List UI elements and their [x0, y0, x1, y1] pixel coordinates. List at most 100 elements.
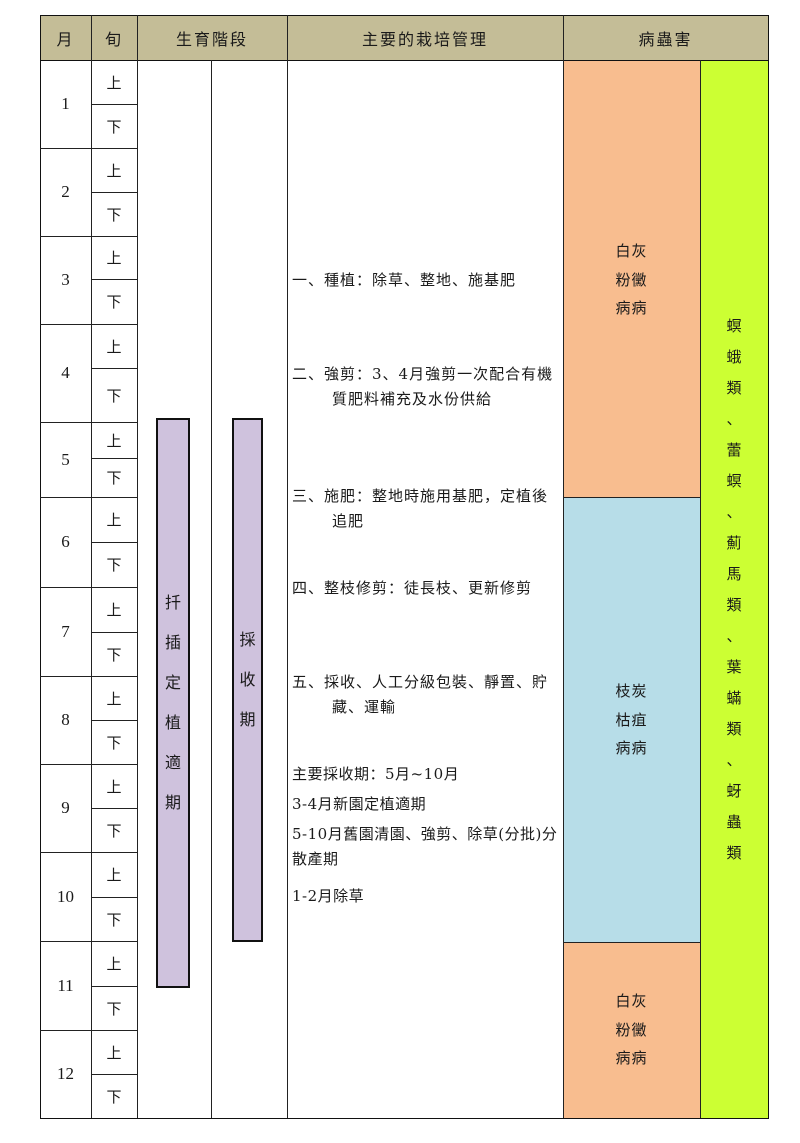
xun-upper-label: 上 [106, 955, 122, 973]
pest-char: 馬 [726, 565, 742, 583]
xun-upper-label: 上 [106, 73, 122, 92]
grid-line [40, 1030, 137, 1031]
pest-char: 螟 [726, 472, 742, 490]
grid-line [563, 942, 700, 943]
month-label: 11 [57, 975, 74, 995]
xun-upper-label: 上 [106, 337, 122, 356]
grid-line [91, 104, 137, 105]
grid-line [40, 1118, 769, 1119]
grid-line [91, 458, 137, 459]
disease-label-line: 枯疽 [615, 710, 648, 729]
pest-block [700, 60, 768, 1118]
grid-line [91, 720, 137, 721]
grid-line [40, 764, 137, 765]
grid-line [287, 15, 288, 60]
stage-char: 採 [239, 630, 256, 649]
grid-line [40, 941, 137, 942]
stage-char: 收 [239, 670, 256, 689]
disease-label-line: 白灰 [615, 242, 648, 261]
grid-line [563, 497, 700, 498]
grid-line [91, 808, 137, 809]
stage-char: 期 [239, 710, 256, 729]
xun-lower-label: 下 [106, 821, 122, 840]
grid-line [137, 15, 138, 60]
management-text: 一、種植：除草、整地、施基肥 二、強剪：3、4月強剪一次配合有機質肥料補充及水份… [292, 0, 560, 1143]
disease-label-line: 病病 [615, 739, 648, 758]
stage-char: 適 [164, 753, 181, 772]
stage-char: 扦 [164, 593, 181, 612]
xun-lower-label: 下 [106, 1087, 122, 1106]
grid-line [91, 15, 92, 60]
grid-line [40, 587, 137, 588]
grid-line [91, 60, 92, 1118]
management-item: 五、採收、人工分級包裝、靜置、貯藏、運輸 [292, 673, 549, 716]
grid-line [40, 15, 769, 16]
disease-label-line: 白灰 [615, 992, 648, 1011]
disease-label-line: 粉黴 [615, 1020, 648, 1039]
pest-label: 螟蛾類、蕾螟、薊馬類、葉蟎類、蚜蟲類 [700, 310, 768, 870]
disease-label: 白灰粉黴病病 [563, 980, 700, 1080]
grid-line [91, 897, 137, 898]
disease-block-powdery-mildew-late [563, 942, 700, 1118]
xun-lower-label: 下 [106, 386, 122, 405]
disease-block-powdery-mildew-early [563, 60, 700, 497]
pest-char: 類 [726, 596, 742, 614]
harvest-period-summary: 主要採收期：5月~10月 [292, 765, 460, 783]
disease-label: 白灰粉黴病病 [563, 210, 700, 350]
grid-line [40, 497, 137, 498]
xun-lower-label: 下 [106, 293, 122, 311]
grid-line [91, 986, 137, 987]
grid-line [91, 368, 137, 369]
xun-lower-label: 下 [106, 910, 122, 929]
pest-char: 類 [726, 844, 742, 862]
pest-char: 、 [726, 751, 742, 769]
month-label: 9 [61, 798, 70, 817]
xun-lower-label: 下 [106, 999, 122, 1018]
management-item: 三、施肥：整地時施用基肥，定植後追肥 [292, 487, 549, 530]
month-label: 12 [57, 1064, 74, 1083]
xun-lower-label: 下 [106, 733, 122, 752]
xun-lower-label: 下 [106, 205, 122, 224]
stage-char: 插 [164, 633, 181, 652]
disease-label-line: 粉黴 [615, 270, 648, 289]
month-label: 1 [61, 94, 70, 113]
grid-line [40, 676, 137, 677]
grid-line [40, 15, 41, 1119]
xun-lower-label: 下 [106, 645, 122, 664]
month-label: 5 [61, 449, 70, 469]
pest-char: 薊 [726, 534, 742, 552]
grid-line [563, 15, 564, 60]
pest-char: 、 [726, 410, 742, 428]
grid-line [768, 15, 769, 1119]
header-growth-stage: 生育階段 [175, 29, 248, 49]
disease-label-line: 病病 [615, 1049, 648, 1068]
month-label: 3 [61, 270, 70, 289]
xun-upper-label: 上 [106, 1043, 122, 1062]
grid-line [91, 1074, 137, 1075]
pest-char: 蟲 [726, 813, 742, 831]
grid-line [91, 542, 137, 543]
xun-upper-label: 上 [106, 689, 122, 708]
old-orchard-note: 5-10月舊園清園、強剪、除草(分批)分散產期 [292, 825, 558, 868]
grid-line [40, 422, 137, 423]
disease-label-line: 病病 [615, 299, 648, 318]
weeding-note: 1-2月除草 [292, 887, 365, 905]
xun-lower-label: 下 [106, 469, 122, 487]
management-item: 一、種植：除草、整地、施基肥 [292, 271, 517, 289]
grid-line [211, 60, 212, 1118]
pest-char: 葉 [726, 658, 742, 676]
month-label: 6 [61, 532, 70, 551]
management-item: 四、整枝修剪：徒長枝、更新修剪 [292, 579, 533, 597]
month-label: 2 [61, 182, 70, 201]
month-label: 8 [61, 710, 70, 729]
header-xun: 旬 [104, 29, 123, 49]
pest-char: 蟎 [726, 689, 742, 707]
disease-label-line: 枝炭 [615, 682, 648, 701]
pest-char: 蚜 [726, 782, 742, 800]
month-label: 7 [61, 621, 70, 641]
harvest-period-bar: 採收期 [232, 418, 263, 942]
pest-char: 螟 [726, 317, 742, 335]
pest-char: 蛾 [726, 348, 742, 366]
planting-period-bar: 扦插定植適期 [156, 418, 190, 988]
